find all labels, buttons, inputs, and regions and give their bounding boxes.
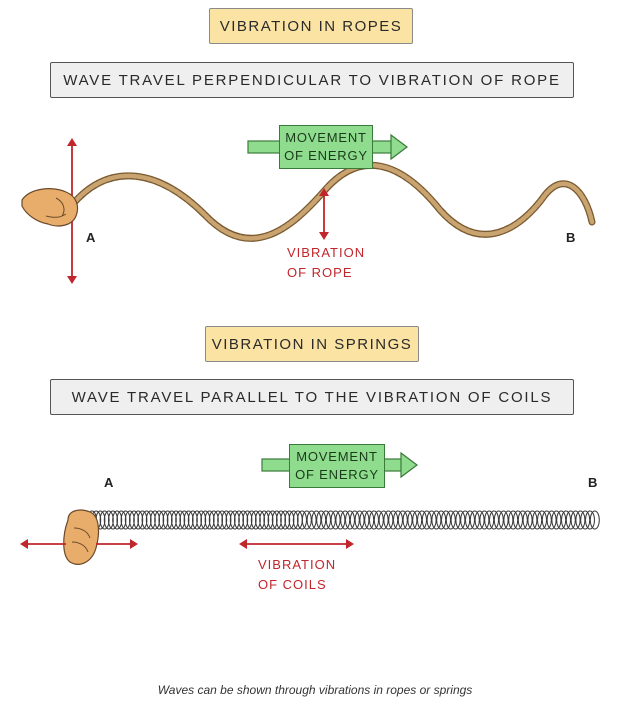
springs-energy-line2: OF ENERGY xyxy=(295,467,379,482)
ropes-point-a: A xyxy=(86,230,96,245)
springs-vibration-line1: VIBRATION xyxy=(258,557,337,572)
spring-hand-icon xyxy=(63,509,100,565)
springs-vibration-label: VIBRATION OF COILS xyxy=(258,555,336,595)
springs-point-a: A xyxy=(104,475,114,490)
springs-point-b: B xyxy=(588,475,598,490)
rope-hand-icon xyxy=(21,188,79,227)
ropes-vibration-line1: VIBRATION xyxy=(287,245,366,260)
springs-energy-line1: MOVEMENT xyxy=(296,449,378,464)
springs-title: VIBRATION IN SPRINGS xyxy=(205,326,419,362)
ropes-title: VIBRATION IN ROPES xyxy=(209,8,413,44)
ropes-energy-line2: OF ENERGY xyxy=(284,148,368,163)
ropes-description: WAVE TRAVEL PERPENDICULAR TO VIBRATION O… xyxy=(50,62,574,98)
ropes-point-b: B xyxy=(566,230,576,245)
ropes-vibration-line2: OF ROPE xyxy=(287,265,353,280)
spring-coil xyxy=(87,510,600,530)
rope-wave xyxy=(68,161,596,242)
ropes-energy-label: MOVEMENT OF ENERGY xyxy=(279,125,373,169)
springs-vibration-line2: OF COILS xyxy=(258,577,327,592)
figure-caption: Waves can be shown through vibrations in… xyxy=(157,683,473,697)
springs-description: WAVE TRAVEL PARALLEL TO THE VIBRATION OF… xyxy=(50,379,574,415)
springs-energy-label: MOVEMENT OF ENERGY xyxy=(289,444,385,488)
ropes-vibration-label: VIBRATION OF ROPE xyxy=(287,243,365,283)
ropes-energy-line1: MOVEMENT xyxy=(285,130,367,145)
